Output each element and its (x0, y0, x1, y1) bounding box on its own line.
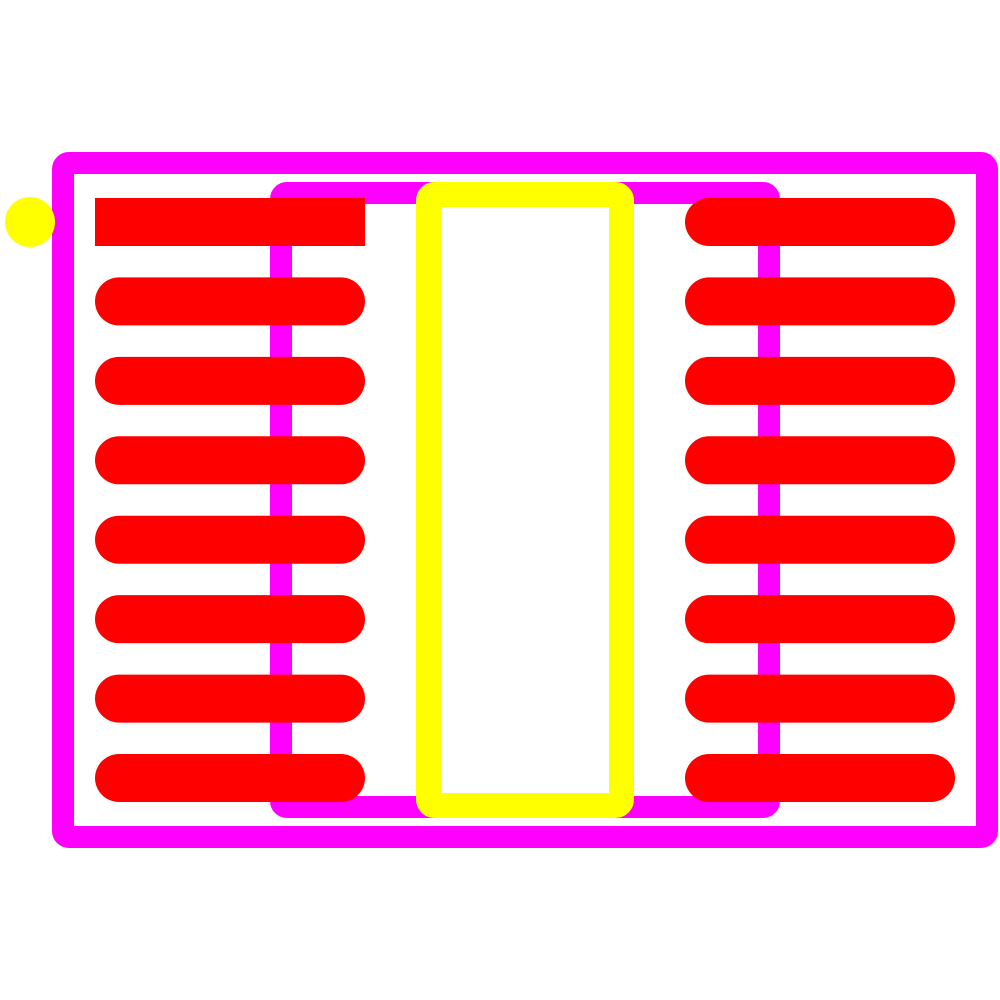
pad-9 (685, 754, 955, 802)
pad-3 (95, 356, 365, 405)
pads-group (95, 198, 955, 802)
courtyard-outline (52, 152, 998, 848)
pad-13 (685, 436, 955, 485)
pad-1 (95, 198, 365, 246)
pad-10 (685, 674, 955, 723)
pad-14 (685, 356, 955, 405)
silkscreen-outline (416, 182, 634, 818)
pad-4 (95, 436, 365, 485)
pad-5 (95, 515, 365, 564)
pad-12 (685, 515, 955, 564)
pad-16 (685, 198, 955, 246)
pad-7 (95, 674, 365, 723)
pin1-marker-icon (5, 197, 55, 247)
pad-2 (95, 277, 365, 326)
pad-11 (685, 595, 955, 644)
pad-15 (685, 277, 955, 326)
pad-6 (95, 595, 365, 644)
pad-8 (95, 754, 365, 802)
